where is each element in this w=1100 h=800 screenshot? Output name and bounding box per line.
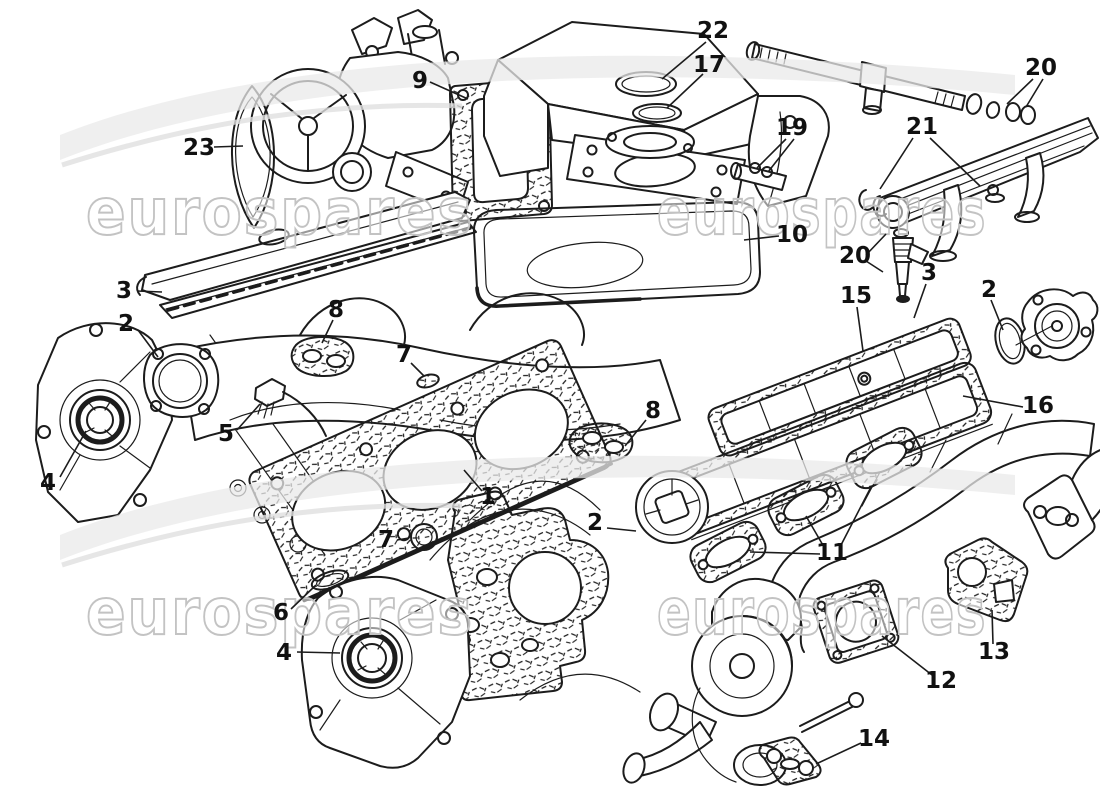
callout-8-left: 8 (328, 297, 344, 323)
gasket-3-right (707, 317, 972, 457)
downpipe-flange (1023, 449, 1100, 560)
gasket-13 (944, 537, 1029, 623)
callout-2-center: 2 (587, 510, 603, 536)
callout-7-mid: 7 (378, 527, 394, 553)
callout-13: 13 (978, 639, 1010, 665)
oring-17 (632, 103, 682, 123)
thermostat-housing (1015, 288, 1099, 362)
port-gasket-11a (689, 520, 767, 584)
callout-1: 1 (480, 484, 496, 510)
callout-16: 16 (1022, 393, 1054, 419)
callout-4-bottom: 4 (276, 640, 292, 666)
watermark-text-top-left: eurospares (86, 176, 474, 250)
oring-7-mid (410, 523, 438, 551)
callout-4-left: 4 (40, 470, 56, 496)
gasket-12 (812, 579, 900, 664)
callout-14: 14 (858, 726, 890, 752)
flange-8-left (290, 336, 355, 377)
seal-7-left (416, 373, 440, 389)
sensor-5 (254, 378, 327, 437)
fuel-rail (858, 117, 1099, 262)
port-gasket-11b (767, 473, 845, 537)
front-cover-bottom (300, 575, 471, 769)
watermark-swoosh-bottom (60, 455, 1015, 568)
gasket-2-left (143, 343, 220, 418)
leader-lines (59, 41, 1044, 765)
callout-3-left: 3 (116, 278, 132, 304)
callout-20-top: 20 (1025, 55, 1057, 81)
watermark: eurospares eurospares eurospares eurospa… (60, 55, 1015, 651)
callout-labels: 23 9 22 17 20 19 21 10 20 3 2 15 16 3 2 … (40, 18, 1057, 752)
callout-9: 9 (412, 68, 428, 94)
gasket-14 (758, 736, 822, 786)
front-cover-left (35, 322, 173, 523)
throttle-opening (635, 470, 709, 544)
watermark-text-bottom-left: eurospares (86, 576, 474, 650)
gasket-10 (472, 201, 761, 308)
callout-6: 6 (273, 600, 289, 626)
callout-19: 19 (776, 115, 808, 141)
cam-cover-left (136, 191, 471, 301)
callout-2-left: 2 (118, 311, 134, 337)
turbocharger (622, 577, 864, 786)
callout-20-mid: 20 (839, 243, 871, 269)
watermark-text-top-right: eurospares (657, 176, 987, 250)
callout-17: 17 (693, 52, 725, 78)
callout-15: 15 (840, 283, 872, 309)
callout-11: 11 (816, 540, 848, 566)
callout-5: 5 (218, 421, 234, 447)
plenum-chamber (483, 21, 761, 205)
callout-3-right: 3 (921, 260, 937, 286)
callout-21: 21 (906, 114, 938, 140)
callout-10: 10 (776, 222, 808, 248)
fuel-injector (892, 228, 929, 303)
callout-12: 12 (925, 668, 957, 694)
watermark-swoosh-top (60, 55, 1015, 168)
gasket-23 (231, 85, 275, 229)
gasket-3-left (159, 221, 477, 319)
gasket-2-center (447, 490, 610, 702)
callout-22: 22 (697, 18, 729, 44)
support-bracket (730, 95, 830, 207)
callout-23: 23 (183, 135, 215, 161)
throttle-mount-flange (605, 125, 695, 159)
callout-8-right: 8 (645, 398, 661, 424)
callout-7-left: 7 (396, 342, 412, 368)
callout-2-right: 2 (981, 277, 997, 303)
watermark-text-bottom-right: eurospares (657, 576, 987, 650)
